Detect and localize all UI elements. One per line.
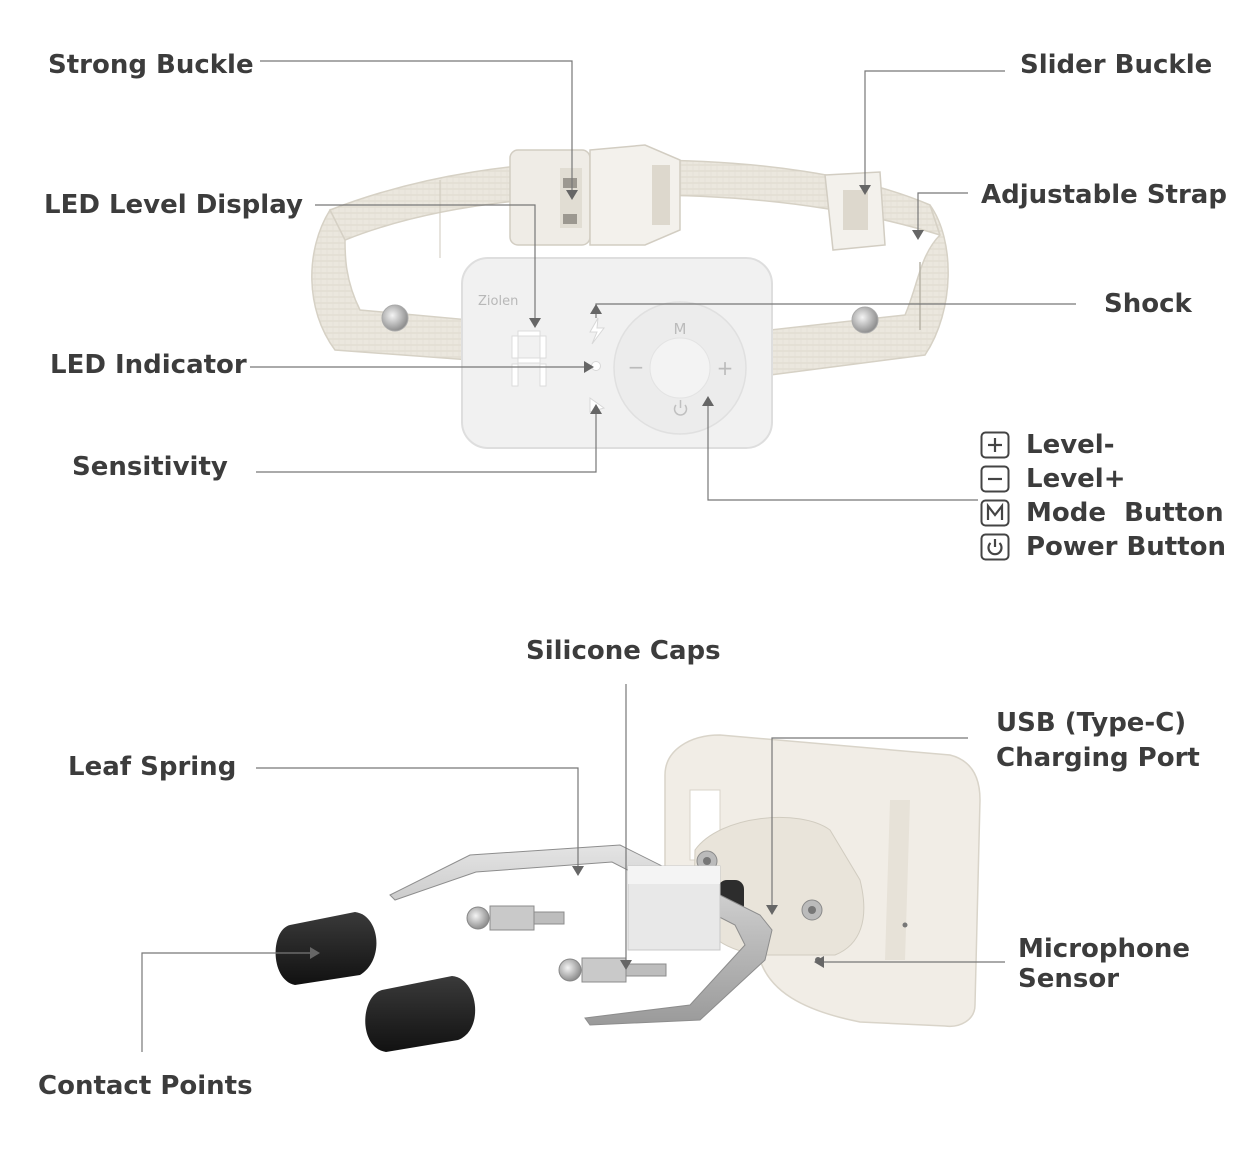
label-microphone-sensor-line2: Sensor [1018,964,1120,994]
legend-item-power: Power Button [980,532,1226,562]
strap-rivet [381,304,409,332]
minus-icon [980,465,1010,493]
center-button [649,337,711,399]
label-microphone-sensor-line1: Microphone [1018,934,1191,964]
legend-text: Power Button [1026,532,1227,562]
collar-receiver: Ziolen M − + [461,257,773,449]
label-sensitivity: Sensitivity [72,452,228,482]
led-level-display [511,330,547,387]
legend-item-mode: Mode Button [980,498,1224,528]
label-shock: Shock [1104,289,1192,319]
contact-probe [466,905,565,931]
strong-buckle [509,144,681,246]
legend-item-level-down: Level- [980,430,1115,460]
plus-icon [980,431,1010,459]
strap-rivet [851,306,879,334]
mode-m-icon [980,499,1010,527]
plus-key-label: + [717,356,734,380]
silicone-cap [365,976,476,1052]
contact-probe [558,957,667,983]
leaf-spring [389,844,773,1026]
legend-text: Level+ [1026,464,1126,494]
label-leaf-spring: Leaf Spring [68,752,237,782]
minus-key-label: − [628,355,645,379]
power-icon [980,533,1010,561]
led-indicator-dot [591,361,601,371]
label-contact-points: Contact Points [38,1071,253,1101]
label-silicone-caps: Silicone Caps [526,636,721,666]
brand-logo: Ziolen [478,294,518,309]
label-adjustable-strap: Adjustable Strap [981,180,1227,210]
slider-buckle [824,171,886,251]
legend-item-level-up: Level+ [980,464,1125,494]
leader-arrowheads [310,185,924,970]
label-slider-buckle: Slider Buckle [1020,50,1213,80]
legend-text: Level- [1026,430,1115,460]
collar-strap [311,159,949,376]
receiver-back [664,734,981,1028]
label-strong-buckle: Strong Buckle [48,50,254,80]
label-led-indicator: LED Indicator [50,350,247,380]
legend-text: Mode Button [1026,498,1224,528]
power-key-icon [673,400,688,416]
silicone-cap [275,912,377,985]
label-usb-charging-port-line2: Charging Port [996,743,1200,773]
mode-key-label: M [674,320,687,338]
label-usb-charging-port-line1: USB (Type-C) [996,708,1187,738]
shock-icon [589,317,605,345]
label-led-level-display: LED Level Display [44,190,303,220]
